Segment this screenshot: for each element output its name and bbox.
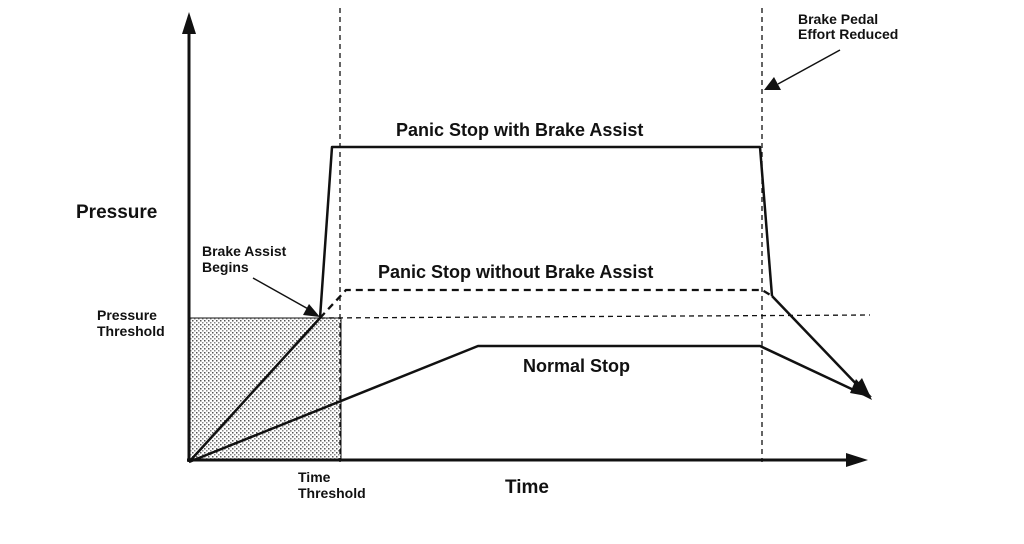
- decay-line: [771, 295, 863, 391]
- normal-stop-arrowhead: [850, 379, 872, 397]
- normal-stop-line: [188, 344, 859, 464]
- brake-pedal-effort-label: Brake Pedal Effort Reduced: [798, 11, 898, 42]
- brake-assist-begins-label: Brake Assist Begins: [202, 243, 290, 275]
- y-axis-label: Pressure: [76, 202, 157, 223]
- with-assist-label: Panic Stop with Brake Assist: [396, 120, 643, 140]
- time-threshold-label: Time Threshold: [298, 469, 366, 501]
- without-assist-label: Panic Stop without Brake Assist: [378, 262, 653, 282]
- pedal-effort-arrowhead: [764, 77, 781, 90]
- panic-stop-without-assist-line: [319, 288, 773, 319]
- x-axis-arrowhead: [846, 453, 868, 467]
- threshold-region: [188, 317, 342, 462]
- brake-assist-begins-pointer: [252, 277, 311, 311]
- x-axis-label: Time: [505, 477, 549, 498]
- y-axis-arrowhead: [182, 12, 196, 34]
- pedal-effort-pointer: [777, 49, 841, 85]
- pressure-threshold-label: Pressure Threshold: [97, 307, 165, 339]
- pressure-threshold-guide: [319, 314, 871, 319]
- normal-stop-label: Normal Stop: [523, 356, 630, 376]
- panic-stop-with-assist-line: [188, 145, 774, 463]
- brake-assist-begins-arrowhead: [303, 304, 320, 317]
